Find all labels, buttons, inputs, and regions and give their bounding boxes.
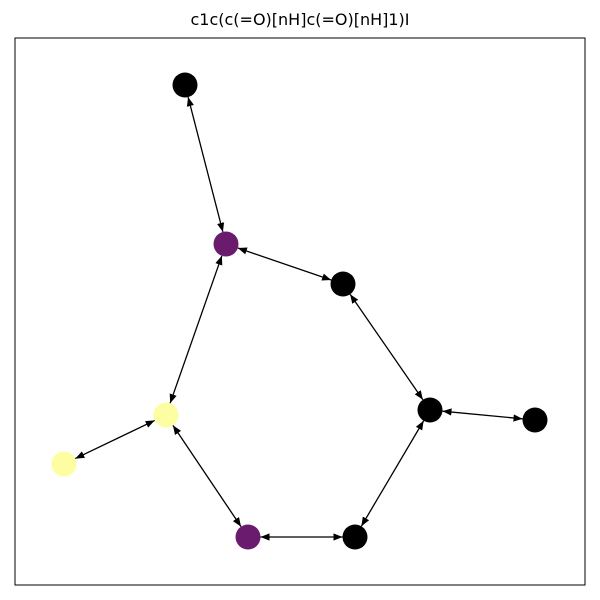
edges-layer <box>74 96 523 541</box>
edge-n1-n2 <box>237 247 332 281</box>
node-n5 <box>342 524 368 550</box>
edge-n3-n5 <box>360 420 425 527</box>
edge-n2-n3 <box>349 293 424 401</box>
node-n4 <box>522 407 548 433</box>
node-n6 <box>235 524 261 550</box>
plot-frame <box>14 37 586 586</box>
edge-n7-n8 <box>74 419 156 460</box>
edge-n0-n1 <box>186 96 225 233</box>
nodes-layer <box>51 72 548 550</box>
graph-title: c1c(c(=O)[nH]c(=O)[nH]1)I <box>190 10 410 29</box>
node-n2 <box>330 271 356 297</box>
edge-n6-n7 <box>172 425 242 527</box>
node-n0 <box>172 72 198 98</box>
node-n1 <box>213 231 239 257</box>
node-n7 <box>153 402 179 428</box>
edge-n3-n4 <box>442 408 523 422</box>
node-n3 <box>417 397 443 423</box>
edge-n7-n1 <box>169 255 223 404</box>
node-n8 <box>51 451 77 477</box>
